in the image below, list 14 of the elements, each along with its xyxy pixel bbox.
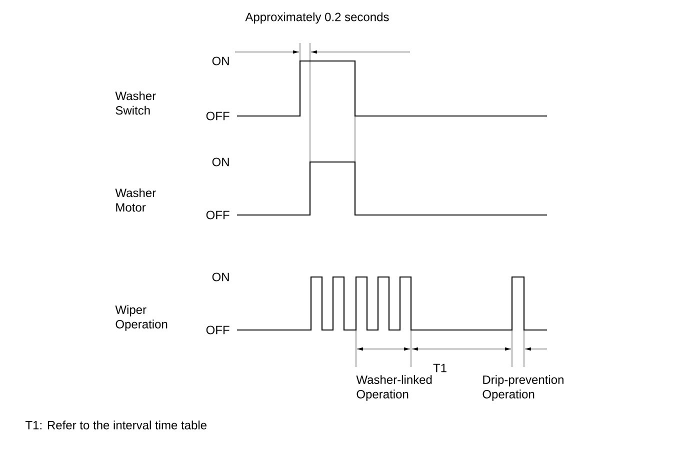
level-label: ON bbox=[212, 158, 229, 166]
level-label: OFF bbox=[206, 112, 230, 120]
level-label: OFF bbox=[206, 210, 230, 220]
footnote: T1: Refer to the interval time table bbox=[25, 420, 206, 430]
phase-label: Washer-linked Operation bbox=[356, 375, 432, 401]
signal-label: Wiper Operation bbox=[115, 305, 168, 331]
signal-label: Washer Motor bbox=[115, 188, 156, 212]
level-label: ON bbox=[212, 56, 229, 66]
phase-label: Drip-prevention Operation bbox=[482, 375, 564, 401]
dimension-label: T1 bbox=[433, 364, 446, 372]
signal-label: Washer Switch bbox=[115, 91, 156, 115]
level-label: ON bbox=[212, 272, 229, 282]
level-label: OFF bbox=[206, 326, 230, 334]
dimension-label: Approximately 0.2 seconds bbox=[245, 12, 389, 24]
